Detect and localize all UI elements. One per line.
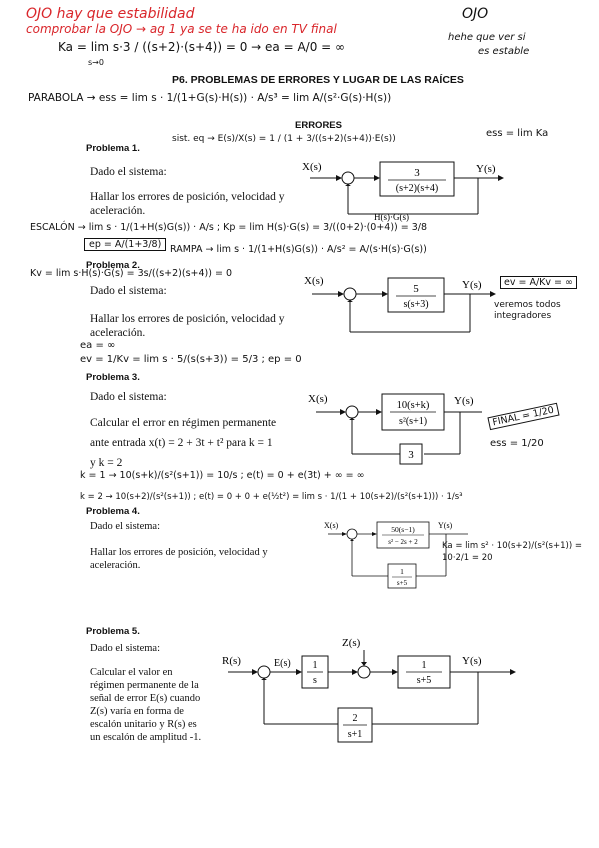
p3-note-ka: Ka = lim s² · 10(s+2)/(s²(s+1)) = 10·2/1…	[442, 541, 582, 563]
p5-statement-7: un escalón de amplitud -1.	[90, 732, 202, 743]
p5-title: Problema 5.	[86, 626, 140, 637]
p3-tf-den: s²(s+1)	[399, 416, 427, 427]
p1-note-rampa: RAMPA → lim s · 1/(1+H(s)G(s)) · A/s² = …	[170, 244, 427, 255]
p2-note-ea: ea = ∞	[80, 340, 116, 351]
p5-b2-den: s+5	[417, 675, 432, 686]
ojo-right-3: es estable	[478, 46, 530, 57]
p5-r-label: R(s)	[222, 655, 241, 667]
p2-statement-1: Dado el sistema:	[90, 285, 167, 297]
p4-fb-den: s+5	[397, 579, 408, 587]
p2-summing-junction	[343, 287, 357, 301]
p3-statement-2: Calcular el error en régimen permanente	[90, 417, 277, 429]
p1-tf-num: 3	[414, 167, 420, 179]
p5-fb-num: 2	[353, 713, 358, 724]
p2-tf-den: s(s+3)	[403, 299, 428, 310]
p5-b2-num: 1	[422, 660, 427, 671]
p4-statement-3: aceleración.	[90, 560, 141, 571]
p1-note-ess: ess = lim Ka	[486, 128, 549, 139]
p4-summing-junction	[346, 528, 358, 540]
p4-title: Problema 4.	[86, 506, 140, 517]
ka-formula: Ka = lim s·3 / ((s+2)·(s+4)) = 0 → ea = …	[58, 40, 346, 54]
p1-tf-den: (s+2)(s+4)	[396, 183, 438, 194]
p2-statement-2: Hallar los errores de posición, velocida…	[90, 313, 285, 325]
p3-summing-junction	[345, 405, 359, 419]
p2-output-label: Y(s)	[462, 279, 482, 291]
p4-statement-1: Dado el sistema:	[90, 521, 160, 532]
p2-note-kv: Kv = lim s·H(s)·G(s) = 3s/((s+2)(s+4)) =…	[30, 268, 233, 279]
p4-tf-num: 50(s−1)	[391, 525, 415, 534]
p1-block-diagram: X(s) 3 (s+2)(s+4) Y(s) H(s)·G(s)	[302, 161, 504, 222]
p5-sum-2	[357, 665, 371, 679]
p3-input-label: X(s)	[308, 393, 328, 405]
p5-feedback-block	[337, 707, 373, 743]
p5-statement-6: escalón unitario y R(s) es	[90, 719, 197, 730]
p4-transfer-block	[376, 521, 430, 549]
p3-block-diagram: X(s) 10(s+k) s²(s+1) Y(s) 3	[308, 393, 482, 465]
p2-note-right: veremos todos integradores	[494, 300, 561, 321]
p4-output-label: Y(s)	[438, 521, 453, 530]
p4-input-label: X(s)	[324, 521, 339, 530]
p3-note-ess: ess = 1/20	[490, 438, 544, 449]
red-note-1: OJO hay que estabilidad	[26, 6, 195, 22]
red-note-2: comprobar la OJO → ag 1 ya se te ha ido …	[26, 22, 337, 36]
p5-b1-den: s	[313, 675, 317, 686]
p2-input-label: X(s)	[304, 275, 324, 287]
p5-fb-den: s+1	[348, 729, 363, 740]
p4-tf-den: s² − 2s + 2	[388, 538, 418, 546]
p1-output-label: Y(s)	[476, 163, 496, 175]
p3-title: Problema 3.	[86, 372, 140, 383]
p1-statement-2: Hallar los errores de posición, velocida…	[90, 191, 285, 203]
p2-tf-num: 5	[413, 283, 419, 295]
p5-sum-1	[257, 665, 271, 679]
p5-statement-2: Calcular el valor en	[90, 667, 173, 678]
p5-statement-3: régimen permanente de la	[90, 680, 199, 691]
p5-statement-1: Dado el sistema:	[90, 643, 160, 654]
ojo-right-2: hehe que ver si	[448, 32, 526, 43]
p3-tf-num: 10(s+k)	[397, 400, 430, 411]
p5-statement-4: señal de error E(s) cuando	[90, 693, 201, 704]
p3-note-k2: k = 2 → 10(s+2)/(s²(s+1)) ; e(t) = 0 + 0…	[80, 492, 463, 502]
p4-statement-2: Hallar los errores de posición, velocida…	[90, 547, 268, 558]
p1-input-label: X(s)	[302, 161, 322, 173]
p2-transfer-block	[387, 277, 445, 313]
p3-note-final: FINAL = 1/20	[487, 402, 560, 431]
p3-statement-3: ante entrada x(t) = 2 + 3t + t² para k =…	[90, 437, 273, 449]
p2-statement-3: aceleración.	[90, 327, 146, 339]
p1-hg-note: H(s)·G(s)	[374, 212, 409, 222]
p4-fb-num: 1	[400, 567, 404, 576]
p1-title: Problema 1.	[86, 143, 140, 154]
p5-block-diagram: R(s) E(s) 1 s Z(s) 1 s+5 Y(s) 2 s+1	[222, 638, 516, 743]
errores-title: ERRORES	[295, 120, 342, 131]
p3-statement-4: y k = 2	[90, 457, 123, 469]
p3-statement-1: Dado el sistema:	[90, 391, 167, 403]
p5-statement-5: Z(s) varía en forma de	[90, 706, 184, 717]
p1-summing-junction	[341, 171, 355, 185]
parabola-note: PARABOLA → ess = lim s · 1/(1+G(s)·H(s))…	[28, 92, 392, 104]
p1-note-escalon: ESCALÓN → lim s · 1/(1+H(s)G(s)) · A/s ;…	[30, 222, 428, 233]
p5-z-label: Z(s)	[342, 638, 361, 649]
p5-b1-num: 1	[313, 660, 318, 671]
lim-sub: s→0	[88, 58, 104, 67]
p5-y-label: Y(s)	[462, 655, 482, 667]
p3-note-k1: k = 1 → 10(s+k)/(s²(s+1)) = 10/s ; e(t) …	[80, 470, 365, 481]
p4-block-diagram: X(s) 50(s−1) s² − 2s + 2 Y(s) 1 s+5	[324, 521, 468, 589]
ojo-right-1: OJO	[462, 6, 489, 22]
p1-statement-3: aceleración.	[90, 205, 146, 217]
p1-note-tf: sist. eq → E(s)/X(s) = 1 / (1 + 3/((s+2)…	[172, 134, 396, 144]
p3-fb-value: 3	[408, 449, 414, 461]
p1-transfer-block	[379, 161, 455, 197]
section-title: P6. PROBLEMAS DE ERRORES Y LUGAR DE LAS …	[172, 74, 464, 86]
p5-e-label: E(s)	[274, 658, 291, 669]
p1-note-ep: ep = A/(1+3/8)	[84, 238, 167, 251]
p2-title: Problema 2.	[86, 260, 140, 271]
p1-statement-1: Dado el sistema:	[90, 166, 167, 178]
p2-note-ev: ev = 1/Kv = lim s · 5/(s(s+3)) = 5/3 ; e…	[80, 354, 302, 365]
p2-block-diagram: X(s) 5 s(s+3) Y(s)	[304, 275, 496, 333]
p3-output-label: Y(s)	[454, 395, 474, 407]
p2-note-ev-box: ev = A/Kv = ∞	[500, 276, 577, 289]
